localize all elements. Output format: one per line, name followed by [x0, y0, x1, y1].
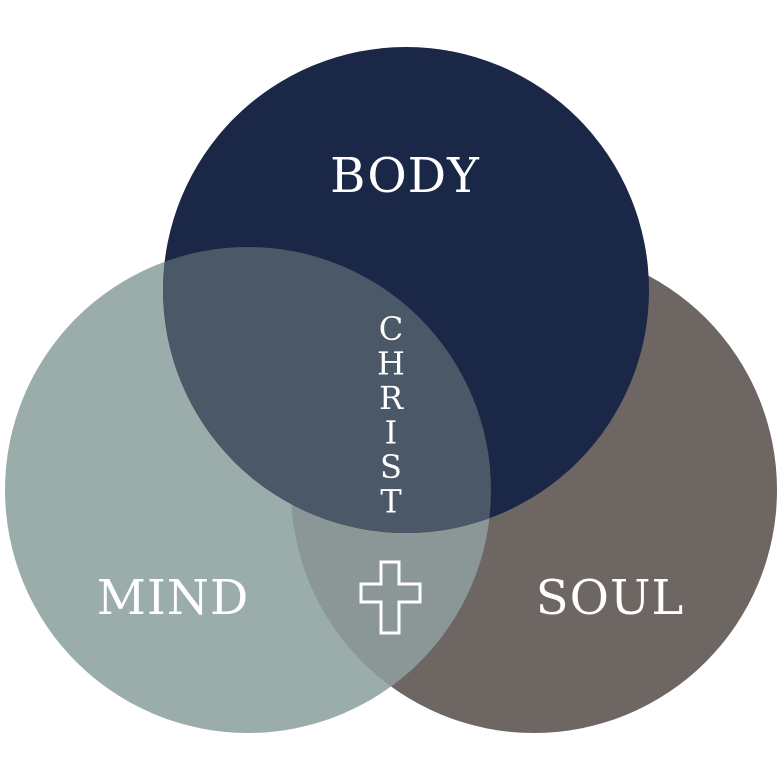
soul-label: SOUL — [536, 570, 685, 626]
center-label-letter: H — [377, 345, 405, 383]
center-label-letter: R — [379, 379, 404, 417]
cross-icon — [359, 560, 422, 635]
mind-label: MIND — [97, 570, 250, 626]
body-label: BODY — [330, 148, 480, 204]
center-label-letter: I — [385, 414, 398, 452]
center-label-letter: T — [380, 483, 402, 521]
center-label-letter: S — [380, 448, 402, 486]
center-label-letter: C — [379, 310, 403, 348]
